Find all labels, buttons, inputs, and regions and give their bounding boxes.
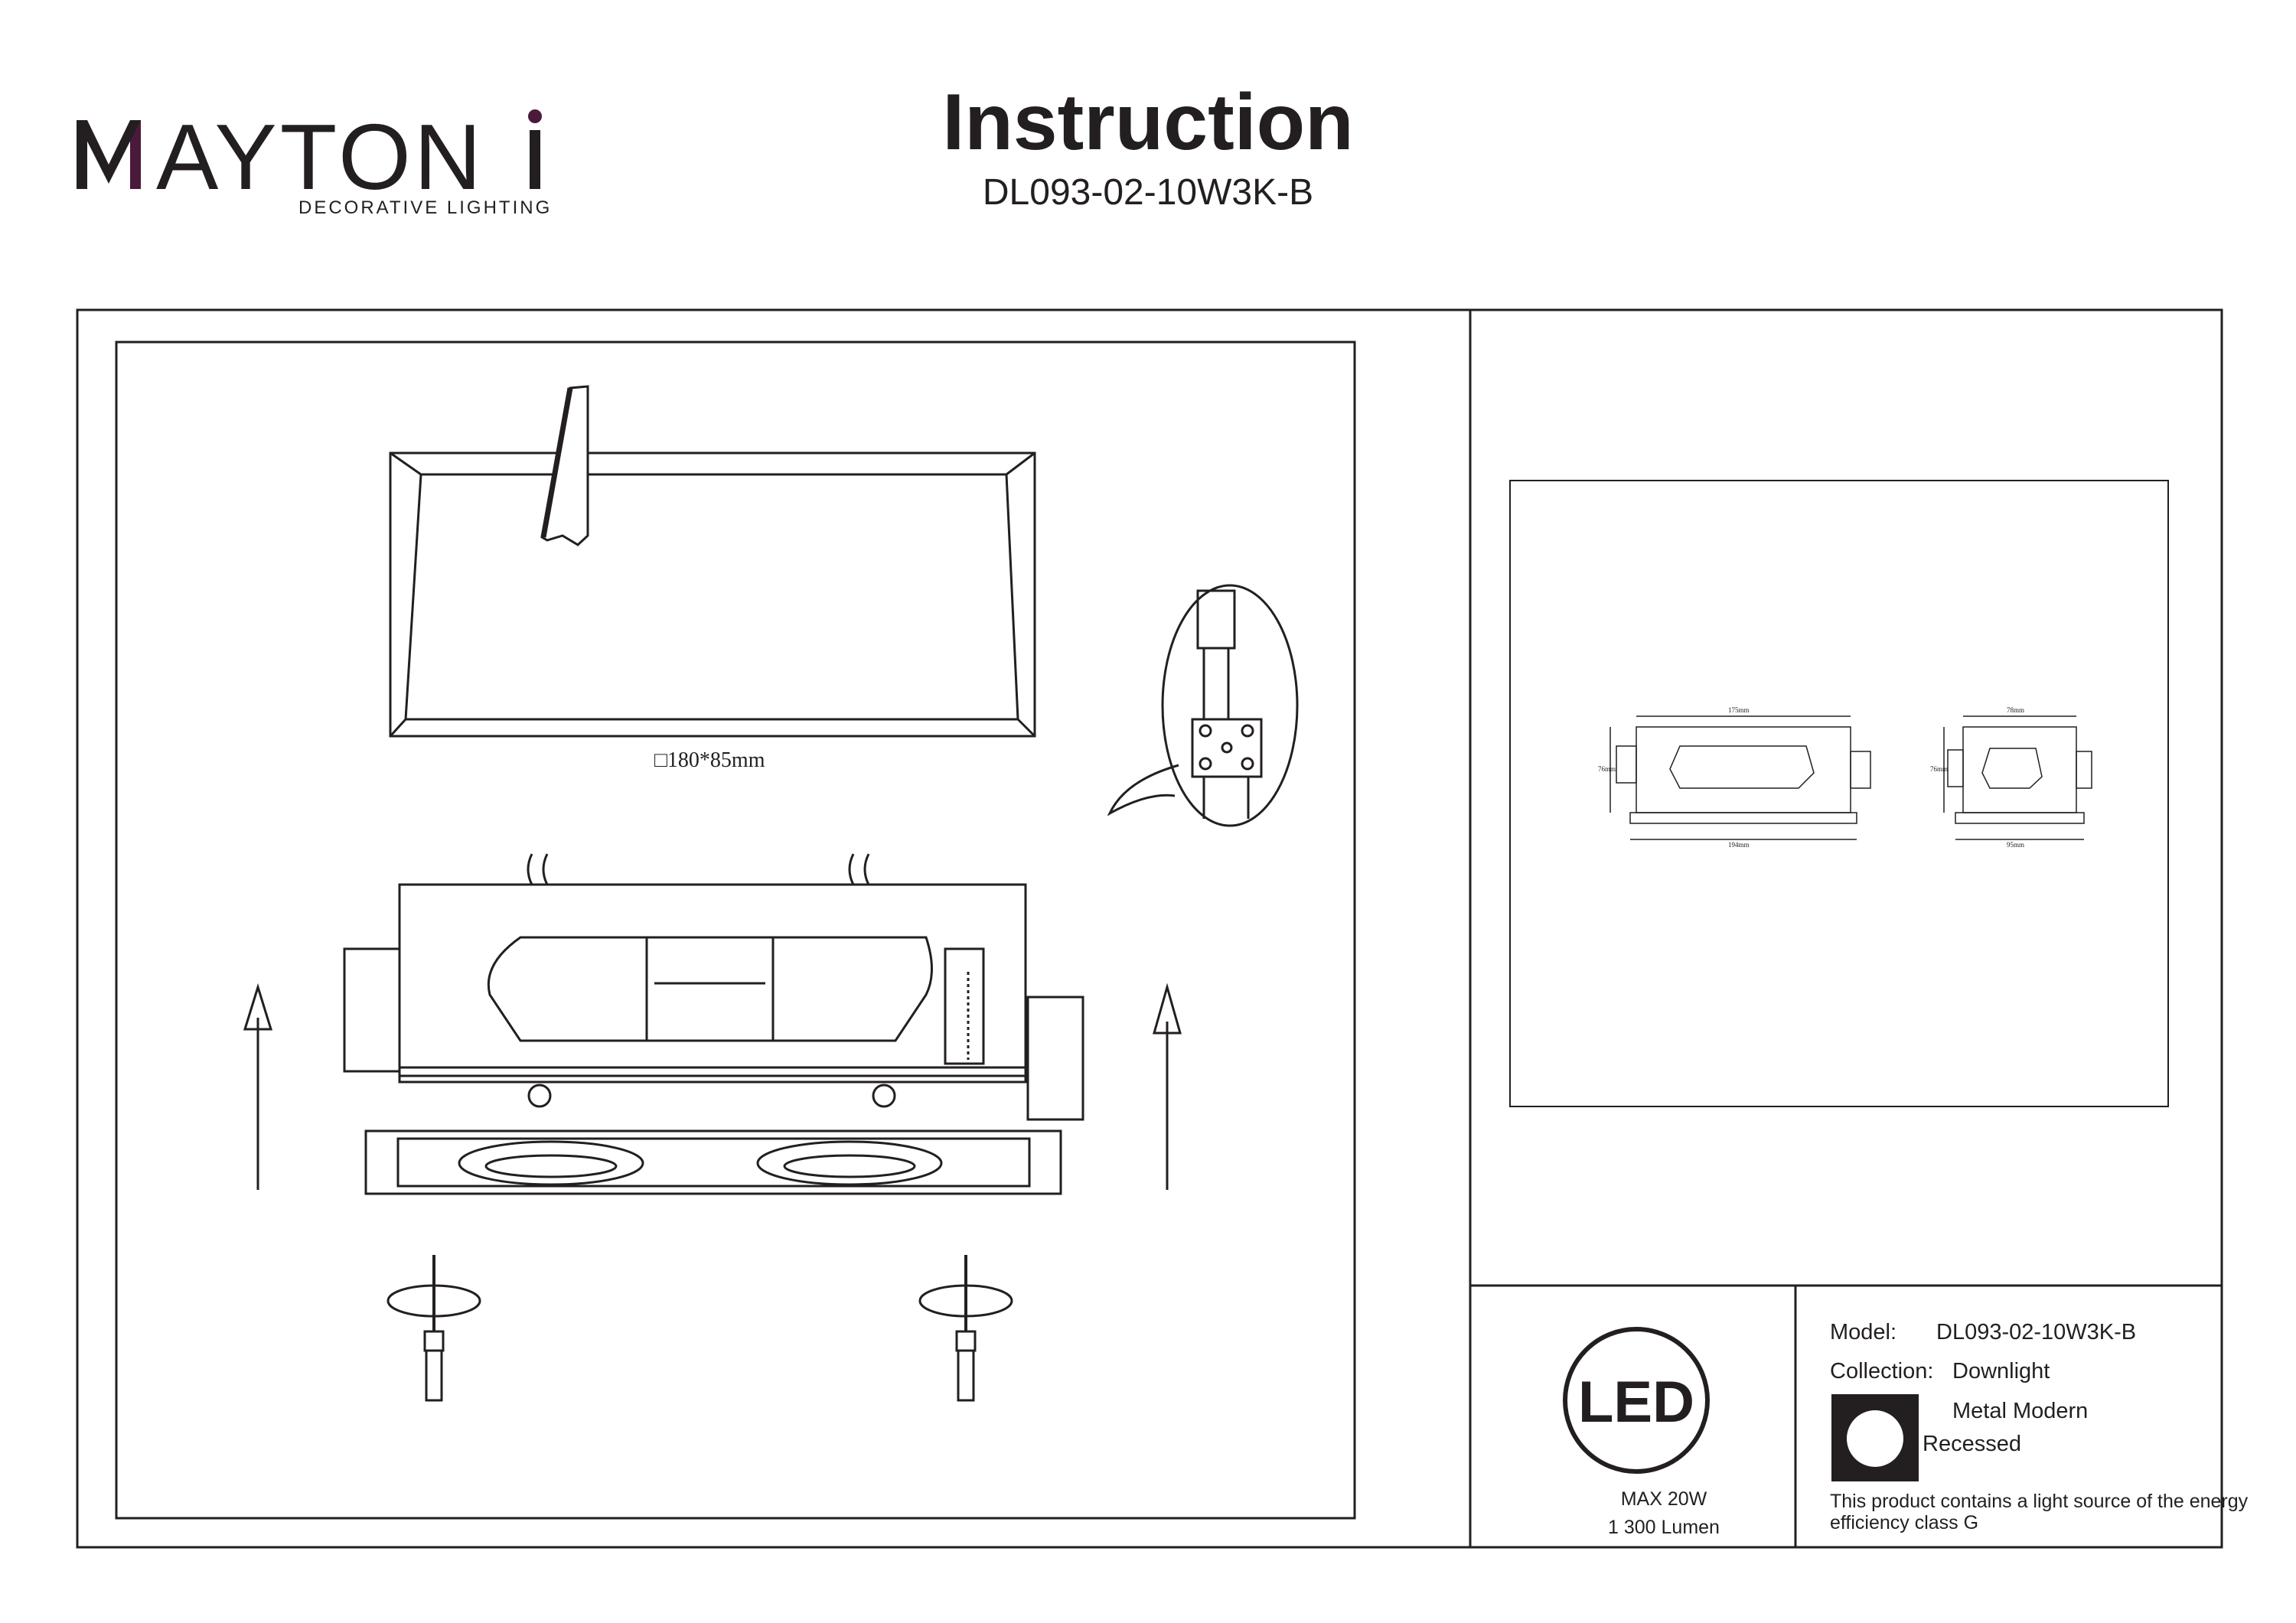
- led-logo-icon: [1563, 1327, 1710, 1474]
- wire-connector-icon: [1107, 584, 1299, 827]
- spec-collection-label: Collection:: [1830, 1359, 1934, 1383]
- dim-side-height: 76mm: [1930, 765, 1949, 773]
- dim-side-top: 78mm: [2007, 706, 2025, 714]
- screwdriver-icon: [423, 1255, 977, 1402]
- led-max-power: MAX 20W: [1620, 1488, 1707, 1510]
- fixture-side-view: [343, 853, 1084, 1195]
- maytoni-logo: AYTON: [77, 105, 542, 209]
- spec-model-label: Model:: [1830, 1320, 1897, 1344]
- dim-front-bottom: 194mm: [1728, 841, 1750, 849]
- brand-tagline: DECORATIVE LIGHTING: [298, 197, 553, 218]
- cutout-size-label: □180*85mm: [654, 748, 765, 772]
- dim-front-top: 175mm: [1728, 706, 1750, 714]
- spec-mount-value: Recessed: [1923, 1432, 2021, 1456]
- spec-collection-value: Downlight: [1952, 1359, 2050, 1383]
- svg-text:AYTON: AYTON: [156, 105, 484, 209]
- led-lumen: 1 300 Lumen: [1608, 1517, 1720, 1538]
- dim-side-bottom: 95mm: [2007, 841, 2025, 849]
- energy-class-text: This product contains a light source of …: [1830, 1491, 2249, 1533]
- ceiling-cutout: [389, 451, 1036, 738]
- outer-frame: [76, 308, 2223, 1549]
- dim-front-height: 76mm: [1598, 765, 1616, 773]
- spec-model-value: DL093-02-10W3K-B: [1936, 1320, 2137, 1344]
- dimensions-frame: [1509, 480, 2169, 1107]
- led-logo-text: LED: [1578, 1370, 1694, 1435]
- logo-dot: [528, 109, 542, 123]
- logo-letter-m: [77, 120, 141, 189]
- saw-icon: [540, 385, 589, 546]
- recessed-icon: [1831, 1394, 1919, 1481]
- page-model-code: DL093-02-10W3K-B: [982, 172, 1314, 213]
- spec-style-value: Metal Modern: [1952, 1399, 2089, 1423]
- page-title: Instruction: [942, 78, 1354, 167]
- up-arrow-icon: [243, 983, 1182, 1190]
- rotation-arrow-icon: [386, 1284, 1013, 1318]
- dimension-drawing-side: [1943, 715, 2092, 840]
- installation-frame: [115, 341, 1356, 1520]
- dimension-drawing-front: [1609, 715, 1871, 840]
